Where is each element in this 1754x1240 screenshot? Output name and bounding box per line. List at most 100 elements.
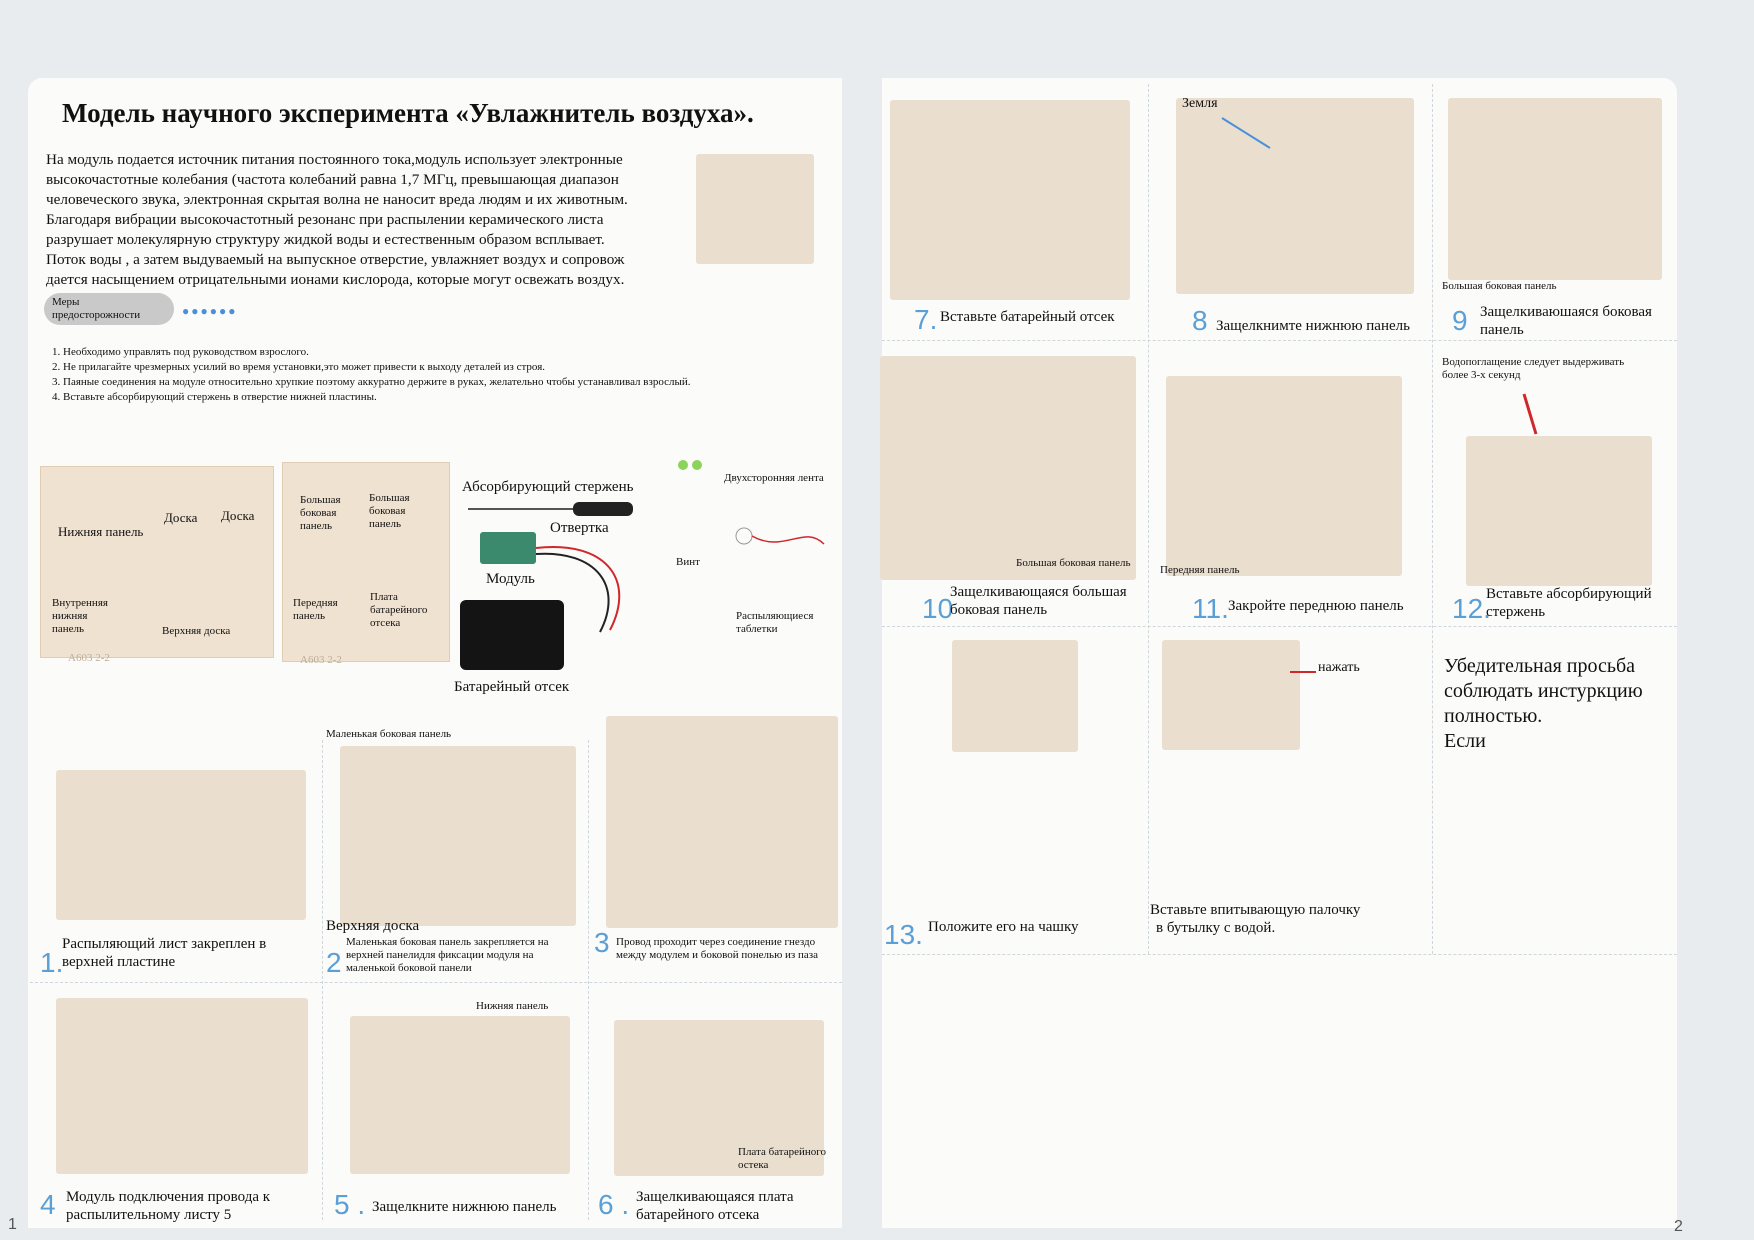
- step-label: нажать: [1318, 660, 1360, 675]
- page-number: 2: [1674, 1218, 1683, 1235]
- step-photo: [1162, 640, 1300, 750]
- page-number: 1: [8, 1216, 17, 1233]
- wire-icon: [535, 546, 621, 633]
- step-number: 2: [326, 947, 342, 978]
- divider: [1148, 84, 1149, 954]
- divider: [588, 740, 589, 1220]
- arrow-icon: [1522, 393, 1538, 435]
- step-photo: [340, 746, 576, 926]
- wood-sheet-a: [40, 466, 274, 658]
- sheet-code: A603 2-2: [68, 652, 110, 664]
- divider: [882, 340, 1677, 341]
- part-label: Отвертка: [550, 520, 609, 536]
- tablet-dot-icon: [692, 460, 702, 470]
- step-photo: [606, 716, 838, 928]
- tablet-dot-icon: [678, 460, 688, 470]
- divider: [882, 954, 1677, 955]
- part-label: Доска: [221, 508, 255, 523]
- part-label: Верхняя доска: [162, 625, 231, 637]
- intro-line: высокочастотные колебания (частота колеб…: [46, 171, 619, 188]
- step-number: 7.: [914, 304, 938, 335]
- intro-line: На модуль подается источник питания пост…: [46, 151, 623, 168]
- step-number: 3: [594, 927, 610, 958]
- intro-line: Поток воды , а затем выдуваемый на выпус…: [46, 251, 625, 268]
- badge-line: предосторожности: [52, 309, 141, 321]
- step-number: 1.: [40, 947, 64, 978]
- part-label: Доска: [164, 510, 198, 525]
- part-label: Винт: [676, 556, 700, 568]
- step-label: Верхняя доска: [326, 918, 420, 934]
- step-number: 12.: [1452, 593, 1491, 624]
- decor-dots: ●●●●●●: [182, 304, 238, 318]
- step-caption: Вставьте батарейный отсек: [940, 309, 1115, 325]
- step-caption: Защелкните нижнюю панель: [372, 1199, 557, 1215]
- step-label: Маленькая боковая панель: [326, 728, 452, 740]
- part-label: Абсорбирующий стержень: [462, 479, 634, 495]
- precaution-item: 3. Паяные соединения на модуле относител…: [52, 376, 691, 388]
- part-label: Нижняя панель: [58, 524, 144, 539]
- step-label: Большая боковая панель: [1442, 280, 1557, 292]
- badge-line: Меры: [52, 296, 80, 308]
- step-number: 9: [1452, 305, 1468, 336]
- precautions-list: 1. Необходимо управлять под руководством…: [52, 345, 691, 405]
- divider: [30, 982, 842, 983]
- step-label: Передняя панель: [1160, 564, 1240, 576]
- step-photo: [56, 998, 308, 1174]
- step-number: 13.: [884, 919, 923, 950]
- step-number: 5 .: [334, 1189, 366, 1220]
- part-label: Двухсторонняя лента: [724, 472, 824, 484]
- part-label: Модуль: [486, 571, 535, 587]
- divider: [882, 626, 1677, 627]
- step-photo: [56, 770, 306, 920]
- step-label: Нижняя панель: [476, 1000, 549, 1012]
- step-caption: Маленькая боковая панель закрепляется на…: [346, 936, 549, 974]
- precaution-item: 1. Необходимо управлять под руководством…: [52, 346, 309, 358]
- screwdriver-icon: [468, 502, 633, 516]
- intro-text: На модуль подается источник питания пост…: [46, 150, 692, 290]
- step-photo: [1176, 98, 1414, 294]
- step-label: Земля: [1182, 96, 1218, 111]
- step-number: 10: [922, 593, 954, 624]
- step-caption: Закройте переднюю панель: [1228, 598, 1404, 614]
- sheet-code: A603 2-2: [300, 654, 342, 666]
- battery-box-icon: [460, 600, 564, 670]
- arrow-icon: [1221, 117, 1271, 149]
- step-number: 4: [40, 1189, 56, 1220]
- tape-wire-icon: [735, 527, 825, 545]
- divider: [322, 740, 323, 1220]
- page-title: Модель научного эксперимента «Увлажнител…: [62, 98, 754, 128]
- part-label: Батарейный отсек: [454, 679, 570, 695]
- step-photo: [1448, 98, 1662, 280]
- step-photo: [614, 1020, 824, 1176]
- step-number: 8: [1192, 305, 1208, 336]
- step-photo: [952, 640, 1078, 752]
- step-caption: Защелкнимте нижнюю панель: [1216, 318, 1410, 334]
- humidifier-photo: [696, 154, 814, 264]
- precautions-badge: Меры предосторожности: [44, 293, 174, 325]
- step-number: 6 .: [598, 1189, 630, 1220]
- module-board-icon: [480, 532, 536, 564]
- divider: [1432, 84, 1433, 954]
- precaution-item: 4. Вставьте абсорбирующий стержень в отв…: [52, 391, 377, 403]
- step-label: Большая боковая панель: [1016, 557, 1131, 569]
- precaution-item: 2. Не прилагайте чрезмерных усилий во вр…: [52, 361, 546, 373]
- step-photo: [880, 356, 1136, 580]
- step-photo: [1166, 376, 1402, 576]
- step-photo: [1466, 436, 1652, 586]
- step-photo: [890, 100, 1130, 300]
